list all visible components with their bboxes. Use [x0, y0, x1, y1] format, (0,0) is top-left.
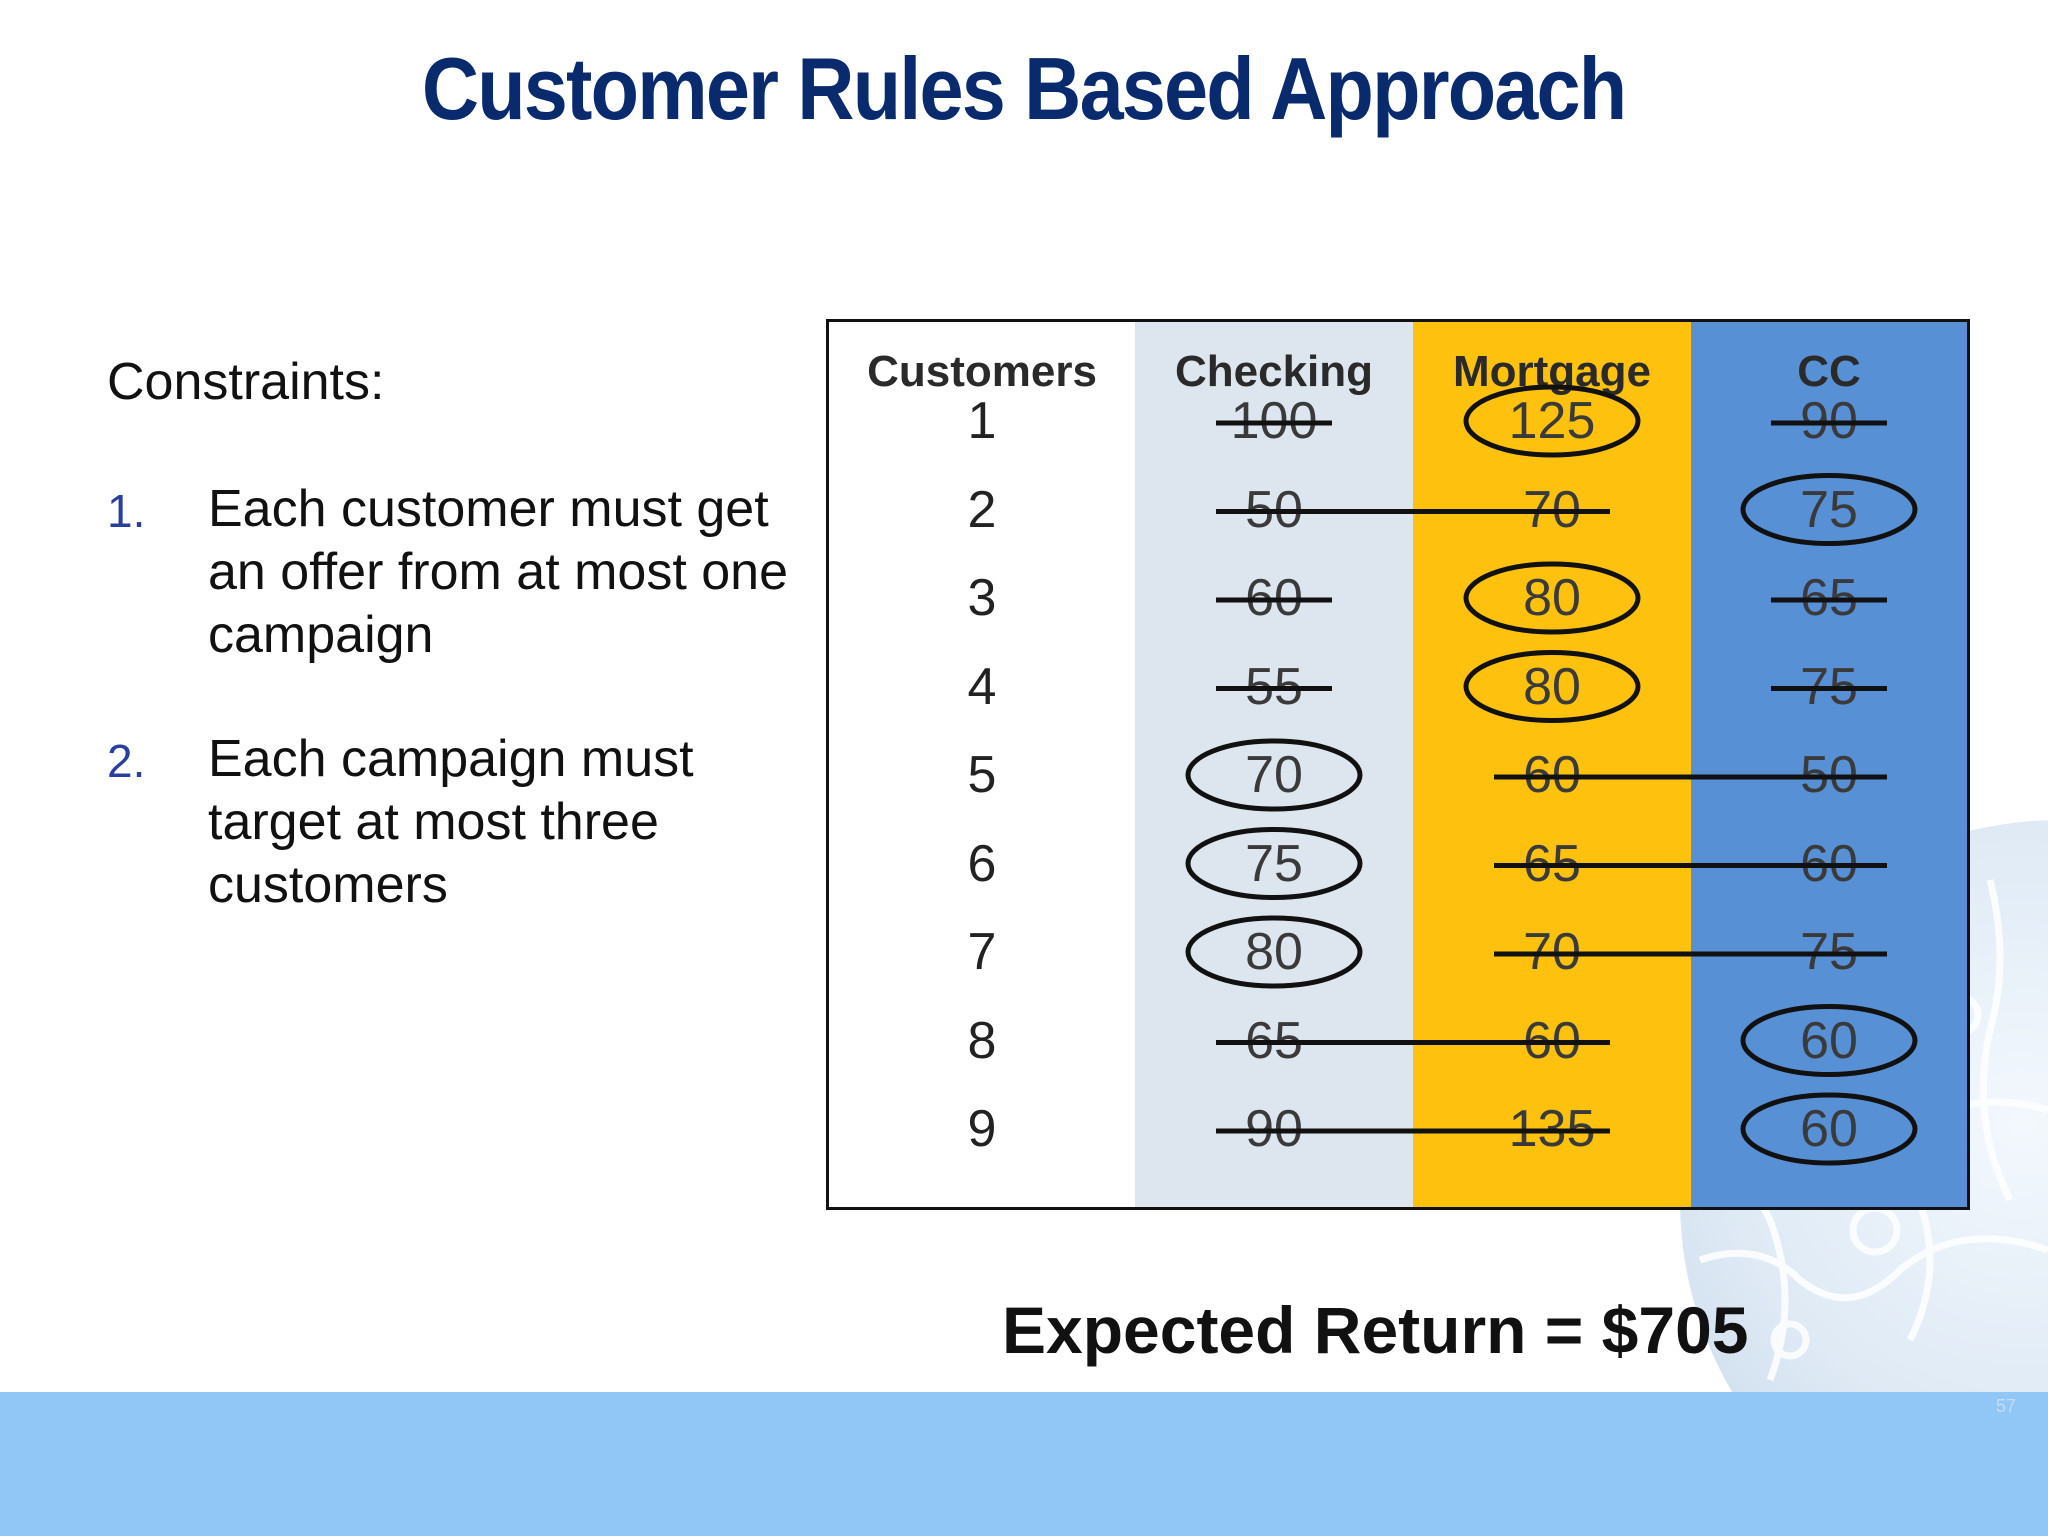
checking-value-cell: 75: [1245, 834, 1303, 893]
constraints-heading: Constraints:: [107, 353, 385, 411]
cc-value-cell: 60: [1800, 1011, 1858, 1070]
constraint-text: Each campaign must target at most three …: [208, 730, 694, 914]
cc-value-cell: 50: [1800, 746, 1858, 804]
customer-number-cell: 2: [967, 480, 997, 539]
checking-value-cell: 80: [1245, 923, 1303, 981]
footer-band: [0, 1392, 2048, 1536]
cc-value-cell: 75: [1800, 923, 1858, 981]
constraint-text: Each customer must get an offer from at …: [208, 480, 788, 664]
checking-value-cell: 90: [1245, 1100, 1303, 1158]
cc-value-cell: 60: [1800, 1100, 1858, 1158]
cc-value-cell: 90: [1800, 392, 1858, 450]
checking-value-cell: 65: [1245, 1011, 1303, 1070]
header-cc: CC: [1797, 347, 1861, 396]
slide-title: Customer Rules Based Approach: [421, 39, 1627, 138]
header-customers: Customers: [867, 347, 1097, 396]
page-number: 57: [1996, 1396, 2017, 1416]
cc-value-cell: 75: [1800, 480, 1858, 539]
customers-column: [829, 322, 1135, 1207]
customer-number-cell: 6: [967, 834, 997, 893]
customer-number-cell: 4: [967, 657, 997, 716]
mortgage-value-cell: 60: [1523, 1011, 1581, 1070]
customer-number-cell: 8: [967, 1011, 997, 1070]
expected-return: Expected Return = $705: [1002, 1293, 1749, 1367]
customer-number-cell: 1: [967, 392, 997, 450]
mortgage-value-cell: 60: [1523, 746, 1581, 804]
mortgage-value-cell: 80: [1523, 569, 1581, 627]
checking-value-cell: 50: [1245, 480, 1303, 539]
mortgage-column: [1413, 322, 1691, 1207]
mortgage-value-cell: 70: [1523, 480, 1581, 539]
header-checking: Checking: [1174, 347, 1374, 396]
checking-value-cell: 70: [1245, 746, 1303, 804]
checking-value-cell: 60: [1245, 569, 1303, 627]
cc-value-cell: 65: [1800, 569, 1858, 627]
customer-number-cell: 7: [967, 923, 997, 981]
constraint-number: 1.: [107, 485, 146, 537]
customer-number-cell: 5: [967, 746, 997, 804]
checking-value-cell: 100: [1230, 392, 1318, 450]
cc-value-cell: 60: [1800, 834, 1858, 893]
cc-value-cell: 75: [1800, 657, 1858, 716]
mortgage-value-cell: 65: [1523, 834, 1581, 893]
customer-number-cell: 3: [967, 569, 997, 627]
constraint-number: 2.: [107, 735, 146, 787]
customer-number-cell: 9: [967, 1100, 997, 1158]
checking-value-cell: 55: [1245, 657, 1303, 716]
mortgage-value-cell: 70: [1523, 923, 1581, 981]
mortgage-value-cell: 135: [1508, 1100, 1596, 1158]
mortgage-value-cell: 80: [1523, 657, 1581, 716]
mortgage-value-cell: 125: [1508, 392, 1596, 450]
